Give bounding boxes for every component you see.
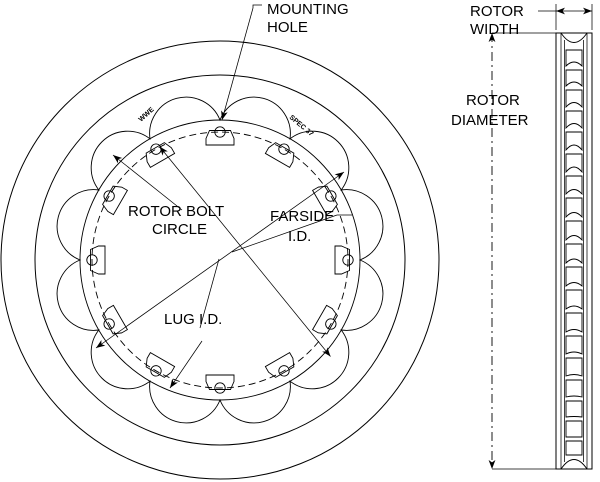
mounting-hole <box>214 126 226 138</box>
label-mounting-hole-line2: HOLE <box>267 19 308 36</box>
label-lug-id: LUG I.D. <box>164 311 222 328</box>
rotor-outer-diameter-circle <box>0 40 440 480</box>
mounting-lug <box>145 351 176 378</box>
farside-id-leader <box>231 214 338 253</box>
lug-id-leader-upper <box>199 258 220 329</box>
rotor-bolt-circle-leader <box>112 154 183 211</box>
lug-id-leader <box>169 340 203 389</box>
dimension-annotations-group <box>488 4 593 470</box>
mounting-lug <box>205 126 235 146</box>
mounting-lug <box>334 245 354 275</box>
mounting-hole-leader-shoulder <box>252 4 262 8</box>
label-mounting-hole-line1: MOUNTING <box>267 1 349 18</box>
casting-mark-left: WWE <box>138 106 156 123</box>
side-view-group <box>555 32 593 470</box>
label-farside-id-line2: I.D. <box>288 228 311 245</box>
label-farside-id-line1: FARSIDE <box>270 208 334 225</box>
label-rotor-bolt-circle-line1: ROTOR BOLT <box>128 203 224 220</box>
mounting-lug <box>86 245 106 275</box>
mounting-lug <box>205 374 235 394</box>
mounting-lug <box>311 304 338 335</box>
rotor-friction-face-circle <box>34 74 406 446</box>
mounting-hole-leader <box>221 7 254 121</box>
text-labels-group: MOUNTING HOLE ROTOR BOLT CIRCLE FARSIDE … <box>128 1 529 328</box>
rotor-bolt-circle-dashed <box>91 131 349 389</box>
label-rotor-width-line2: WIDTH <box>470 21 519 38</box>
bottom-edge-chamfer <box>560 459 588 470</box>
mounting-hole <box>278 365 290 377</box>
label-rotor-diameter-line1: ROTOR <box>466 92 520 109</box>
cooling-vanes-group <box>565 49 583 456</box>
label-rotor-diameter-line2: DIAMETER <box>451 112 529 129</box>
label-rotor-width-line1: ROTOR <box>470 3 524 20</box>
front-view-group: WWE SPEC 37 <box>0 4 440 480</box>
top-edge-chamfer <box>560 32 588 43</box>
mounting-hole <box>150 365 162 377</box>
mounting-lug <box>102 304 129 335</box>
lug-id-dimension-line <box>159 146 331 357</box>
mounting-hole <box>214 382 226 394</box>
label-rotor-bolt-circle-line2: CIRCLE <box>152 221 207 238</box>
casting-mark-right: SPEC 37 <box>288 114 315 138</box>
